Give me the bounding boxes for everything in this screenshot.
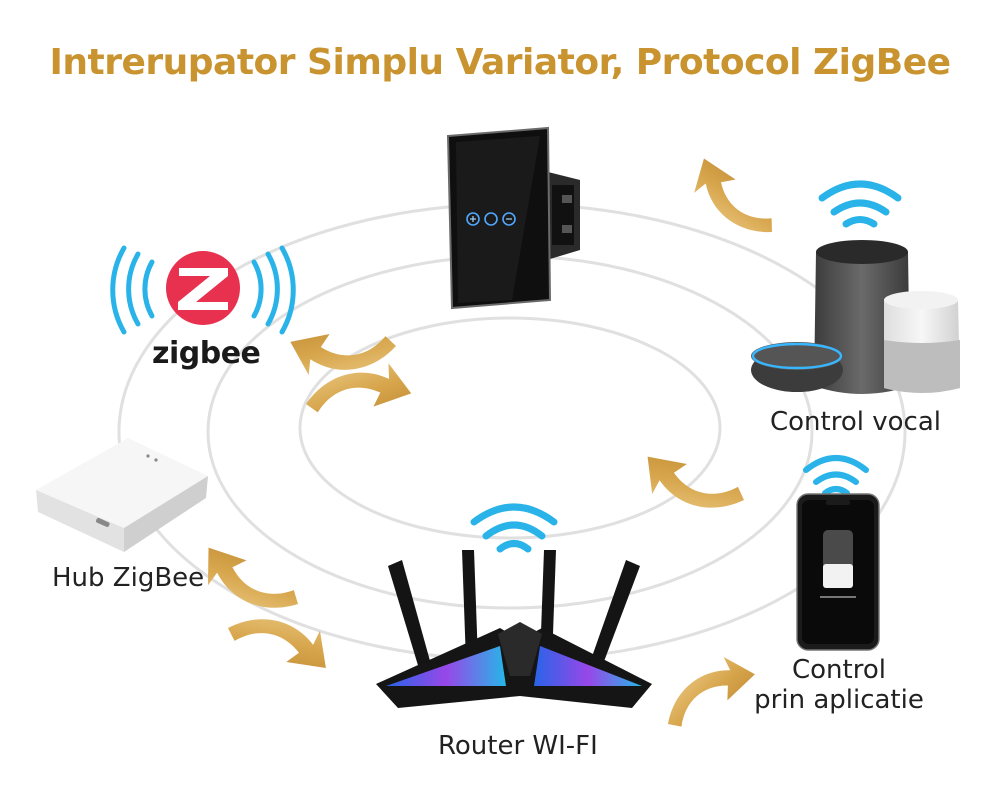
switch-minus-button [502,212,516,226]
router-wifi-icon [470,503,558,553]
router-label: Router WI-FI [438,731,598,761]
voice-wifi-icon [818,180,902,228]
smart-speakers-image [751,240,960,394]
app-control-label-line2: prin aplicatie [754,684,924,715]
inner-ring [298,316,722,540]
zigbee-logo [110,245,296,335]
app-control-label-line1: Control [792,655,886,685]
zigbee-wordmark: zigbee [152,336,261,371]
switch-plus-button [466,212,480,226]
zigbee-hub-image [36,438,208,552]
voice-control-label: Control vocal [770,407,941,437]
switch-center-button [484,212,498,226]
arrow-voice-to-switch [682,143,777,255]
hub-label: Hub ZigBee [52,563,205,593]
app-wifi-icon [803,455,869,496]
dimmer-switch-image [446,126,580,310]
zigbee-z-letter [178,268,228,310]
arrow-router-to-app [656,651,763,730]
middle-ring [206,254,814,610]
smartphone-image [796,493,880,651]
wifi-router-image [376,550,652,708]
diagram-title: Intrerupator Simplu Variator, Protocol Z… [49,42,951,83]
app-control-label: Control prin aplicatie [754,655,924,716]
